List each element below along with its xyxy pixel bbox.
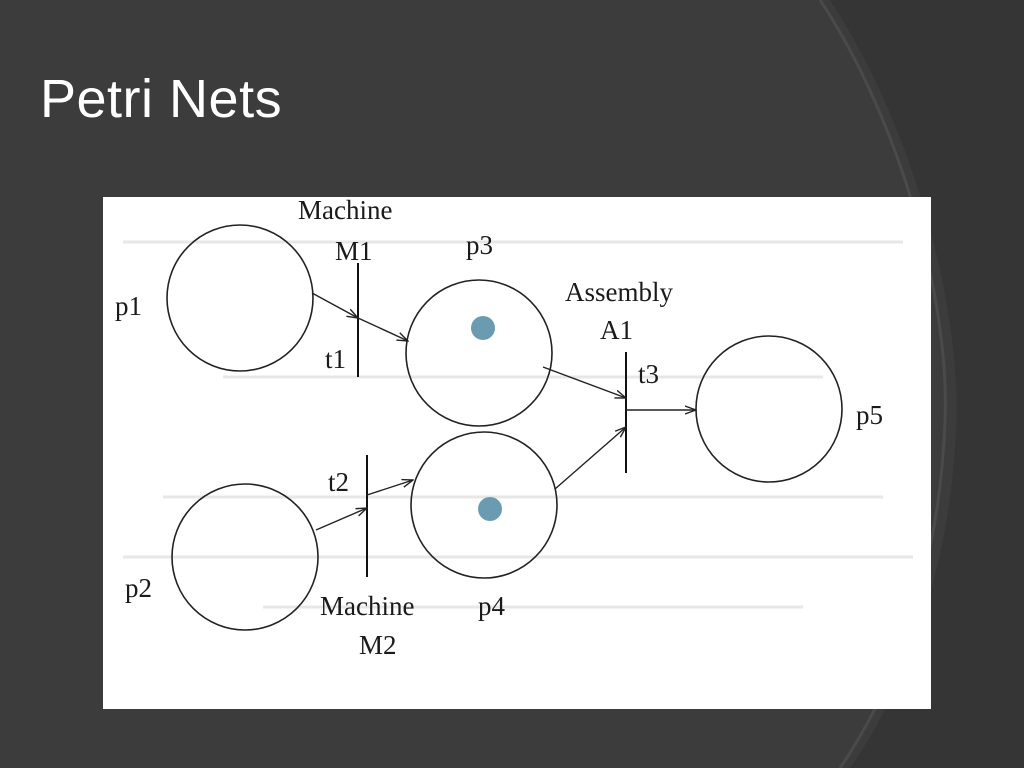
token-p3 [471,316,495,340]
arc-t1-p3 [357,317,408,341]
caption-t3-line2: A1 [600,315,633,345]
place-p1 [166,224,314,372]
place-p4 [410,431,558,579]
place-label-p5: p5 [856,400,883,430]
place-p5 [695,335,843,483]
petri-net-diagram: p1 p2 p3 p4 p5 t1 t2 t3 Machine M1 Machi… [103,197,931,709]
slide-title: Petri Nets [40,69,283,129]
caption-t2-line2: M2 [359,630,397,660]
place-p2 [171,483,319,631]
caption-t1-line1: Machine [298,197,392,225]
place-label-p1: p1 [115,291,142,321]
arc-p3-t3 [542,366,626,398]
token-p4 [478,497,502,521]
caption-t3-line1: Assembly [565,277,674,307]
transition-label-t2: t2 [328,467,349,497]
arc-p1-t1 [311,292,358,318]
caption-t1-line2: M1 [335,236,373,266]
place-p3 [405,279,553,427]
scan-artifacts [123,240,913,609]
transition-label-t3: t3 [638,359,659,389]
transition-label-t1: t1 [325,344,346,374]
arc-p4-t3 [554,427,626,490]
caption-t2-line1: Machine [320,591,414,621]
place-label-p4: p4 [478,591,506,621]
petri-net-canvas: p1 p2 p3 p4 p5 t1 t2 t3 Machine M1 Machi… [115,197,913,660]
place-label-p2: p2 [125,573,152,603]
arc-t2-p4 [366,480,413,496]
arc-p2-t2 [315,508,367,531]
place-label-p3: p3 [466,230,493,260]
